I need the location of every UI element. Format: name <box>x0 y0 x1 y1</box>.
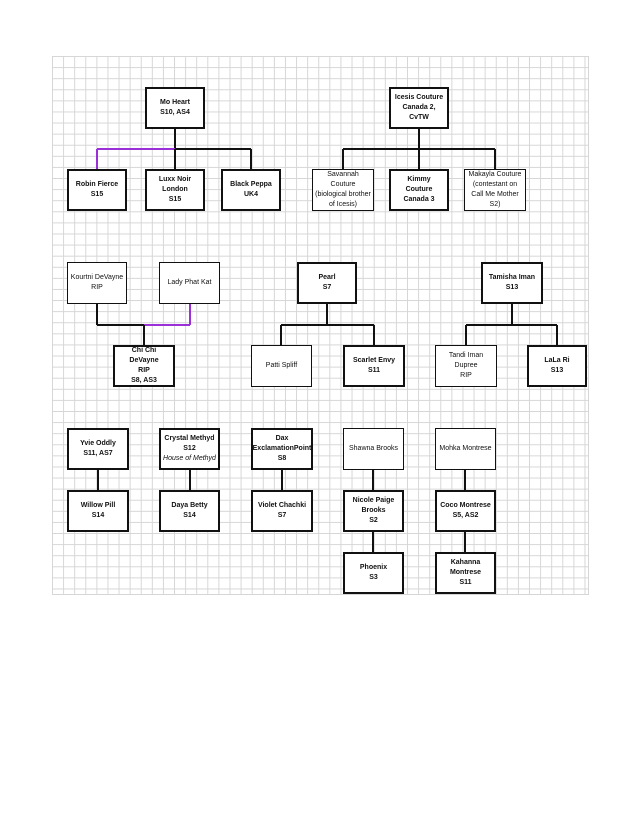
person-node-line: Phoenix <box>359 564 388 571</box>
person-node-line: Call Me Mother S2) <box>471 191 519 208</box>
person-node-line: Lady Phat Kat <box>167 279 212 286</box>
person-node-line: S12 <box>183 445 196 452</box>
person-node-line: S7 <box>322 284 332 291</box>
person-node-line: Scarlet Envy <box>352 357 396 364</box>
person-node-line: Mohka Montrese <box>439 445 492 452</box>
person-node-line: Coco Montrese <box>440 502 491 509</box>
person-node-line: Tandi Iman Dupree <box>448 352 484 369</box>
person-node-line: S8, AS3 <box>131 377 157 384</box>
person-node-line: Makayla Couture <box>468 171 522 178</box>
person-node-line: S13 <box>505 284 519 291</box>
person-node-line: Pearl <box>318 274 336 281</box>
person-node-line: (biological brother <box>315 191 371 198</box>
person-node-mohka: Mohka Montrese <box>435 428 496 470</box>
person-node-line: RIP <box>91 284 103 291</box>
person-node-line: S11 <box>367 367 381 374</box>
person-node-line: LaLa Ri <box>544 357 570 364</box>
person-node-line: S10, AS4 <box>160 109 190 116</box>
person-node-line: Icesis Couture <box>394 94 444 101</box>
person-node-line: ExclamationPoint <box>252 445 312 452</box>
person-node-line: S2 <box>369 517 378 524</box>
person-node-line: S15 <box>168 196 182 203</box>
person-node-line: Kahanna Montrese <box>449 559 482 576</box>
person-node-line: (contestant on <box>472 181 518 188</box>
person-node-line: RIP <box>138 367 150 374</box>
person-node-savannah: Savannah Couture (biological brother of Ic… <box>312 169 374 211</box>
person-node-line: S15 <box>90 191 104 198</box>
person-node-line: Luxx Noir London <box>158 176 192 193</box>
person-node-line: S11, AS7 <box>83 450 113 457</box>
person-node-line: S8 <box>277 455 287 462</box>
person-node-line: Black Peppa <box>230 181 272 188</box>
person-node-line: Yvie Oddly <box>80 440 116 447</box>
person-node-line: Willow Pill <box>80 502 116 509</box>
person-node-line: Crystal Methyd <box>164 435 215 442</box>
person-node-line: of Icesis) <box>328 201 357 208</box>
person-node-line: Kimmy Couture <box>405 176 433 193</box>
person-node-line: S14 <box>183 512 196 519</box>
person-node-line: Shawna Brooks <box>348 445 399 452</box>
person-node-line: Violet Chachki <box>257 502 307 509</box>
person-node-line: UK4 <box>243 191 258 198</box>
person-node-line: S3 <box>369 574 378 581</box>
person-node-house-label: House of Methyd <box>163 455 216 462</box>
person-node-shawna: Shawna Brooks <box>343 428 404 470</box>
person-node-line: S11 <box>459 579 472 586</box>
person-node-line: Dax <box>275 435 289 442</box>
person-node-patti: Patti Spliff <box>251 345 312 387</box>
person-node-makayla: Makayla Couture (contestant on Call Me Mot… <box>464 169 526 211</box>
person-node-line: RIP <box>460 372 472 379</box>
person-node-line: Savannah Couture <box>327 171 359 188</box>
person-node-line: Robin Fierce <box>75 181 119 188</box>
person-node-line: Kourtni DeVayne <box>70 274 124 281</box>
person-node-line: Patti Spliff <box>265 362 298 369</box>
person-node-line: Brooks <box>361 507 386 514</box>
person-node-line: S5, AS2 <box>452 512 479 519</box>
person-node-lala: LaLa Ri S13 <box>527 345 587 387</box>
person-node-line: Nicole Paige <box>352 497 395 504</box>
person-node-lady-phat: Lady Phat Kat <box>159 262 220 304</box>
person-node-line: Chi Chi DeVayne <box>129 347 159 364</box>
person-node-line: Daya Betty <box>171 502 208 509</box>
person-node-line: S14 <box>91 512 105 519</box>
person-node-line: S13 <box>550 367 564 374</box>
person-node-line: Canada 2, CvTW <box>402 104 436 121</box>
person-node-line: S7 <box>277 512 287 519</box>
person-node-line: Canada 3 <box>403 196 435 203</box>
person-node-line: Mo Heart <box>160 99 190 106</box>
person-node-line: Tamisha Iman <box>488 274 536 281</box>
